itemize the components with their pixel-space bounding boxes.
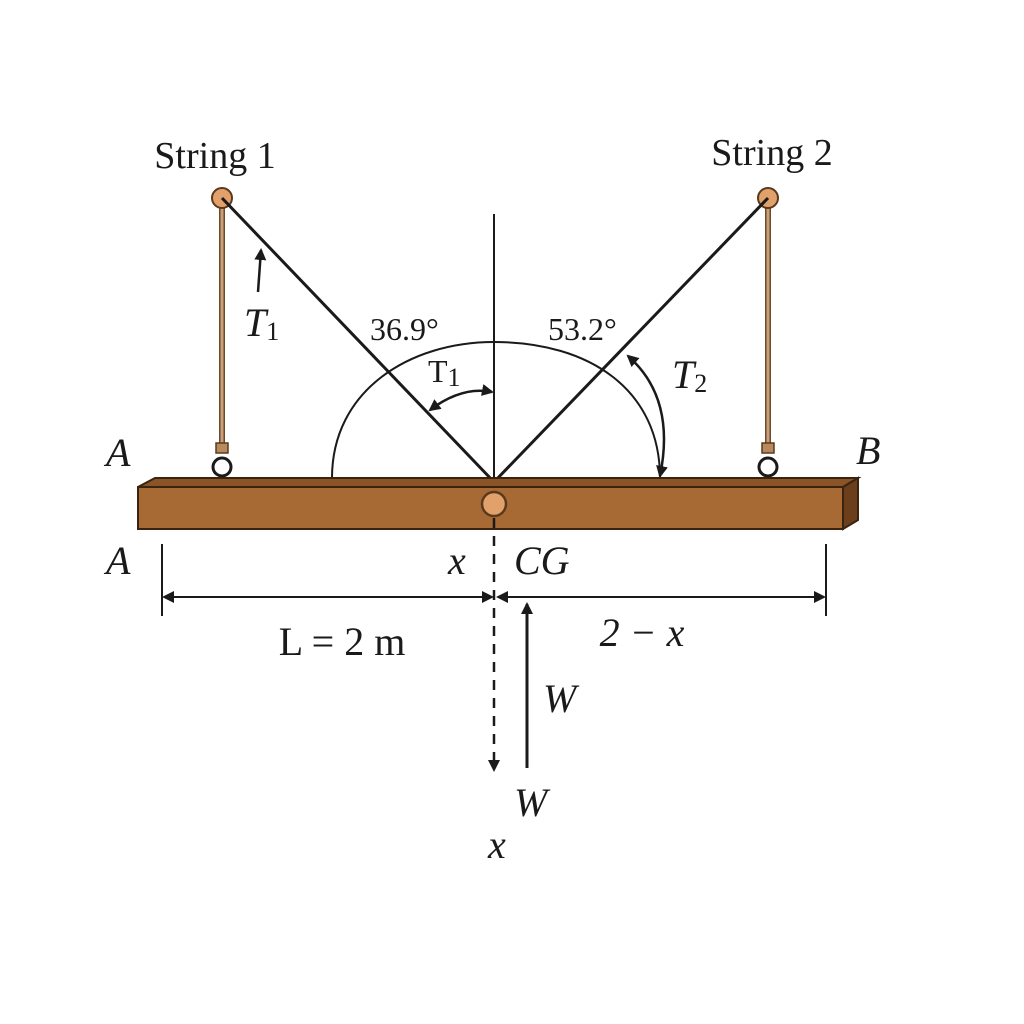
x-bottom-label: x [487,822,506,867]
remainder-label: 2 − x [600,610,685,655]
angle-arrow-center [428,384,494,412]
t2-angle-arrow [626,354,668,478]
weight-lower-label: W [514,780,551,825]
angle-left-label: 36.9° [370,311,439,347]
string-1-label: String 1 [154,135,275,177]
t1-arrow [254,248,267,293]
x-label: x [447,538,466,583]
angle-right-label: 53.2° [548,311,617,347]
string-1-diagonal [220,196,496,484]
string-2-label: String 2 [711,132,832,174]
end-a-top-label: A [103,430,131,475]
weight-upper-label: W [543,676,580,721]
right-hanger [757,187,779,478]
t1-center-label: T1 [428,353,461,392]
string-2-diagonal [492,196,770,484]
end-a-bottom-label: A [103,538,131,583]
end-b-label: B [856,428,880,473]
t1-left-label: T1 [244,300,279,346]
length-label: L = 2 m [279,619,406,664]
cg-label: CG [514,538,570,583]
cg-point [480,490,508,518]
left-hanger [211,187,233,478]
t2-label: T2 [672,352,707,398]
